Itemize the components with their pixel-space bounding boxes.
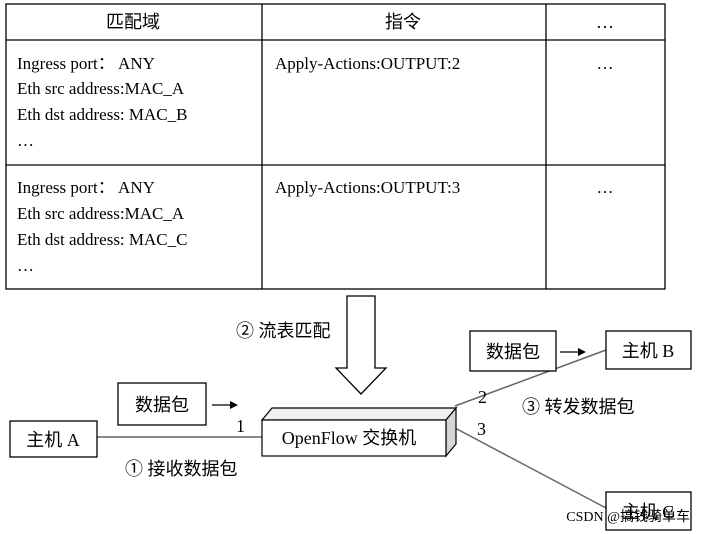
host-b-label: 主机 B <box>622 341 675 361</box>
packet-label-left: 数据包 <box>135 395 189 415</box>
row1-match-line1: Ingress port： ANY <box>17 54 155 73</box>
switch-front-face <box>261 419 447 457</box>
openflow-switch: OpenFlow 交换机 <box>260 406 458 458</box>
flow-table-border <box>5 3 666 290</box>
row1-match-line4: … <box>17 131 34 150</box>
switch-label: OpenFlow 交换机 <box>282 428 417 448</box>
receive-label: ① 接收数据包 <box>125 459 238 479</box>
host-c-box <box>605 491 692 531</box>
flow-match-arrow <box>334 295 388 395</box>
packet-box-left <box>117 382 207 426</box>
header-match-field: 匹配域 <box>106 12 160 32</box>
switch-top-face <box>260 407 458 421</box>
watermark: CSDN @搞钱骑单车 <box>566 508 690 525</box>
header-instructions: 指令 <box>385 12 421 32</box>
link-switch-host-b <box>454 349 607 407</box>
flow-table: 匹配域 指令 … Ingress port： ANY Eth src addre… <box>5 3 666 290</box>
forward-label: ③ 转发数据包 <box>522 397 635 417</box>
row1-instruction: Apply-Actions:OUTPUT:2 <box>275 54 460 73</box>
packet-label-right: 数据包 <box>486 342 540 362</box>
host-a-box <box>9 420 98 458</box>
link-switch-host-c <box>454 427 607 509</box>
row1-match-line3: Eth dst address: MAC_B <box>17 105 187 124</box>
row1-more: … <box>597 54 614 73</box>
row1-match-line2: Eth src address:MAC_A <box>17 79 185 98</box>
port-1-label: 1 <box>236 416 245 436</box>
table-row: Ingress port： ANY Eth src address:MAC_A … <box>17 54 614 150</box>
row2-match-line1: Ingress port： ANY <box>17 178 155 197</box>
host-c-label: 主机 C <box>622 502 675 522</box>
packet-arrow-left-icon <box>230 401 238 409</box>
header-more: … <box>596 12 614 32</box>
row2-match-line4: … <box>17 256 34 275</box>
row2-match-line3: Eth dst address: MAC_C <box>17 230 187 249</box>
host-a-label: 主机 A <box>26 430 80 450</box>
port-2-label: 2 <box>478 387 487 407</box>
packet-arrow-right-icon <box>578 348 586 356</box>
row2-instruction: Apply-Actions:OUTPUT:3 <box>275 178 460 197</box>
host-b-box <box>605 330 692 370</box>
row2-more: … <box>597 178 614 197</box>
table-row: Ingress port： ANY Eth src address:MAC_A … <box>17 178 614 275</box>
packet-box-right <box>469 330 557 372</box>
flow-match-label: ② 流表匹配 <box>236 321 331 341</box>
port-3-label: 3 <box>477 419 486 439</box>
row2-match-line2: Eth src address:MAC_A <box>17 204 185 223</box>
